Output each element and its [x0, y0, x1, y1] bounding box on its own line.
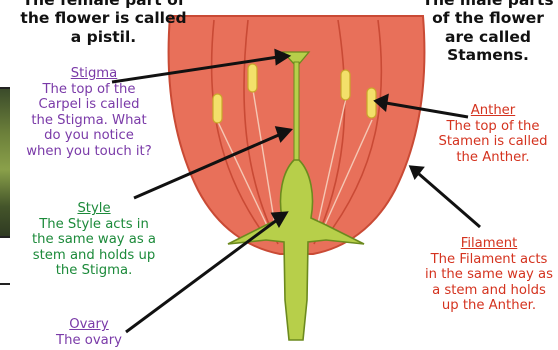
stamens-header-line: of the flower — [418, 9, 558, 27]
stamens-header-line: The male parts — [418, 0, 558, 9]
anther-label: Anther The top of the Stamen is called t… — [428, 103, 558, 165]
anther-title: Anther — [428, 103, 558, 119]
pistil-header-line: the flower is called — [16, 9, 191, 27]
filament-label: Filament The Filament acts in the same w… — [420, 236, 558, 314]
ovary-title: Ovary — [34, 317, 144, 333]
stigma-text-line: Carpel is called — [14, 97, 164, 113]
filament-arrow — [419, 174, 480, 227]
style-text-line: the same way as a — [14, 232, 174, 248]
ovary-label: Ovary The ovary — [34, 317, 144, 348]
style-label: Style The Style acts in the same way as … — [14, 201, 174, 279]
anther — [341, 70, 350, 100]
stigma-text-line: do you notice — [14, 128, 164, 144]
style — [294, 62, 299, 162]
style-text-line: The Style acts in — [14, 217, 174, 233]
anther-text-line: The top of the — [428, 119, 558, 135]
anther — [213, 94, 222, 123]
pistil-header: The female part of the flower is called … — [16, 0, 191, 46]
filament-text-line: up the Anther. — [420, 298, 558, 314]
stigma-title: Stigma — [14, 66, 164, 82]
filament-text-line: in the same way as — [420, 267, 558, 283]
filament-text-line: a stem and holds — [420, 283, 558, 299]
anther-text-line: the Anther. — [428, 150, 558, 166]
style-title: Style — [14, 201, 174, 217]
stigma-text-line: The top of the — [14, 82, 164, 98]
pistil-header-line: The female part of — [16, 0, 191, 9]
anther-text-line: Stamen is called — [428, 134, 558, 150]
pistil-header-line: a pistil. — [16, 28, 191, 46]
stamens-header-line: Stamens. — [418, 46, 558, 64]
stigma-text-line: the Stigma. What — [14, 113, 164, 129]
stamens-header-line: are called — [418, 28, 558, 46]
filament-title: Filament — [420, 236, 558, 252]
stamens-header: The male parts of the flower are called … — [418, 0, 558, 64]
anther — [367, 88, 376, 118]
anther — [248, 64, 257, 92]
filament-text-line: The Filament acts — [420, 252, 558, 268]
stigma-label: Stigma The top of the Carpel is called t… — [14, 66, 164, 159]
ovary-text-line: The ovary — [34, 333, 144, 349]
style-text-line: the Stigma. — [14, 263, 174, 279]
stigma-text-line: when you touch it? — [14, 144, 164, 160]
style-text-line: stem and holds up — [14, 248, 174, 264]
